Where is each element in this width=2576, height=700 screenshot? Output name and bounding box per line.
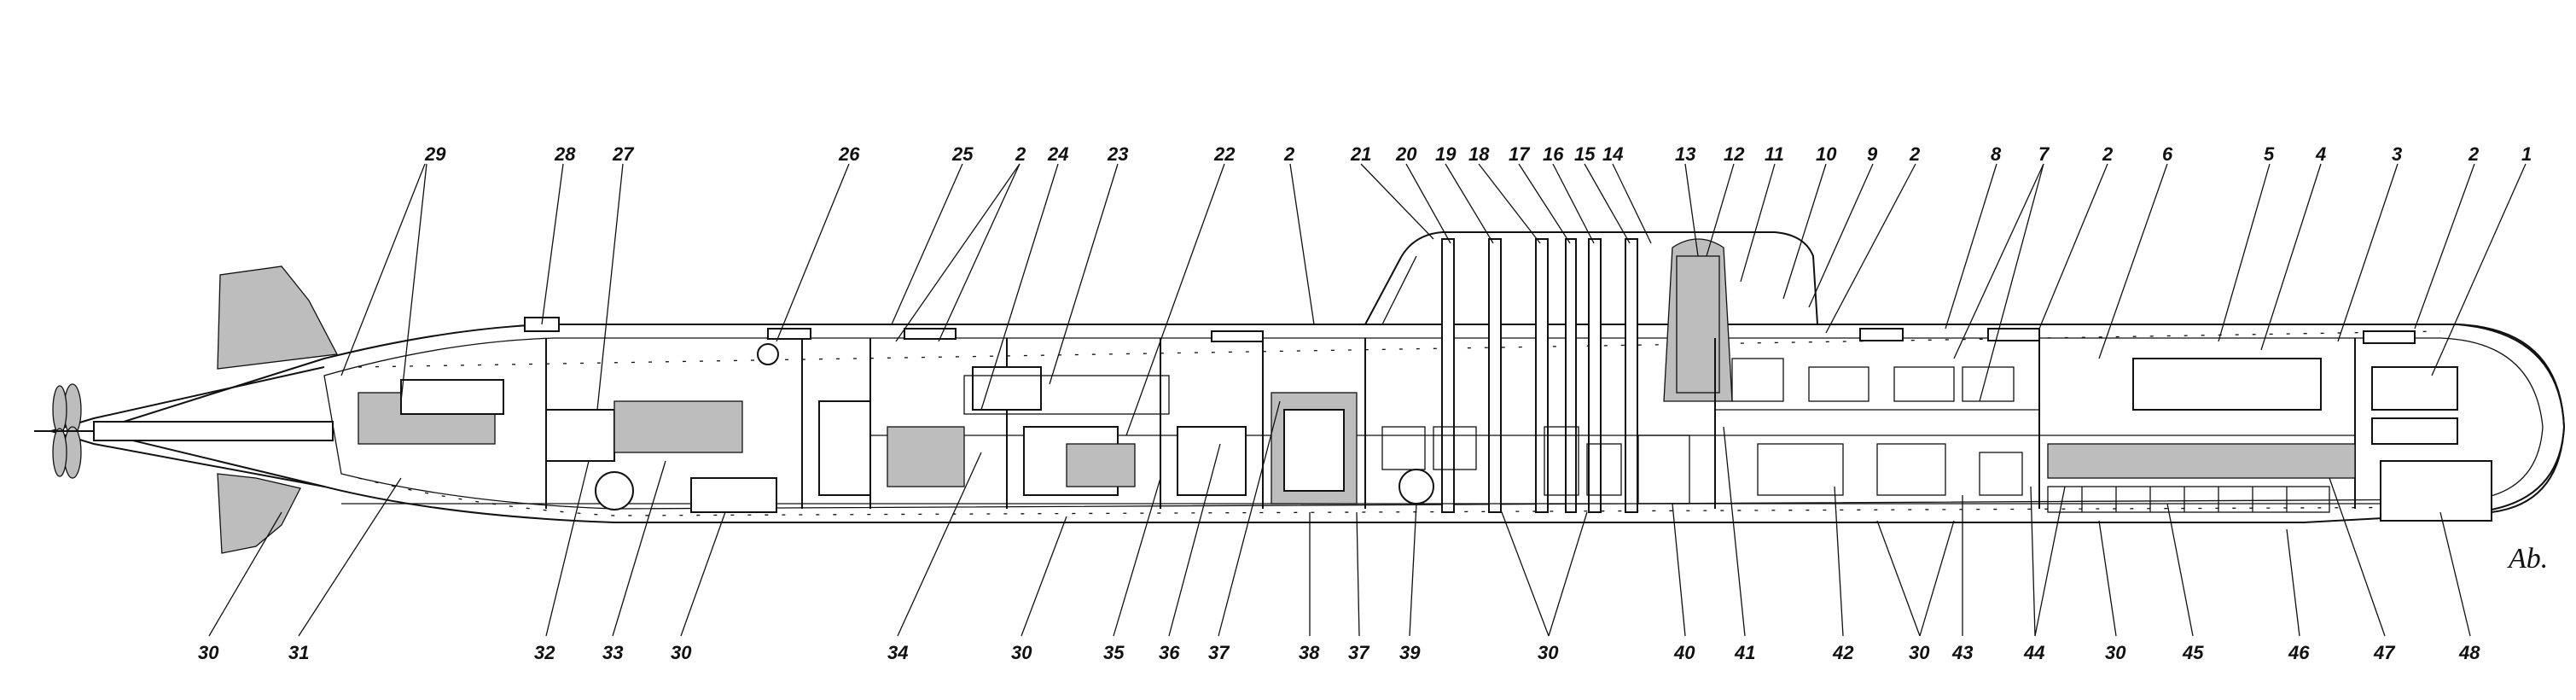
- label-2: 2: [1015, 143, 1026, 165]
- hull-outline: [90, 324, 2566, 523]
- label-25: 25: [951, 143, 974, 165]
- label-2: 2: [1909, 143, 1921, 165]
- label-33: 33: [602, 642, 623, 663]
- label-28: 28: [554, 143, 576, 165]
- label-30: 30: [2105, 642, 2126, 663]
- stern-section: [34, 265, 339, 554]
- label-39: 39: [1399, 642, 1421, 663]
- label-24: 24: [1047, 143, 1068, 165]
- label-37: 37: [1348, 642, 1370, 663]
- label-40: 40: [1673, 642, 1695, 663]
- label-30: 30: [671, 642, 692, 663]
- label-23: 23: [1107, 143, 1128, 165]
- label-27: 27: [612, 143, 635, 165]
- top-callout-labels: 29 28 27 26 25 2 24 23 22 2 21 20 19 18 …: [424, 143, 2532, 165]
- label-37: 37: [1208, 642, 1230, 663]
- label-12: 12: [1724, 143, 1745, 165]
- label-17: 17: [1509, 143, 1531, 165]
- label-44: 44: [2023, 642, 2044, 663]
- label-46: 46: [2288, 642, 2310, 663]
- label-48: 48: [2458, 642, 2480, 663]
- lower-rudder: [217, 473, 301, 554]
- label-3: 3: [2392, 143, 2402, 165]
- label-34: 34: [887, 642, 908, 663]
- label-15: 15: [1574, 143, 1596, 165]
- label-35: 35: [1103, 642, 1125, 663]
- label-31: 31: [288, 642, 309, 663]
- label-47: 47: [2373, 642, 2396, 663]
- label-29: 29: [424, 143, 446, 165]
- label-30: 30: [1909, 642, 1930, 663]
- label-2: 2: [1283, 143, 1295, 165]
- label-21: 21: [1350, 143, 1371, 165]
- label-19: 19: [1435, 143, 1457, 165]
- label-1: 1: [2521, 143, 2532, 165]
- label-2: 2: [2102, 143, 2114, 165]
- label-36: 36: [1159, 642, 1180, 663]
- label-5: 5: [2264, 143, 2275, 165]
- label-30: 30: [1011, 642, 1032, 663]
- label-7: 7: [2038, 143, 2050, 165]
- label-41: 41: [1734, 642, 1755, 663]
- label-2: 2: [2468, 143, 2480, 165]
- battery-banks: [2047, 486, 2330, 513]
- label-9: 9: [1867, 143, 1878, 165]
- label-26: 26: [838, 143, 860, 165]
- label-42: 42: [1832, 642, 1854, 663]
- label-38: 38: [1299, 642, 1320, 663]
- bottom-callout-labels: 30 31 32 33 30 34 30 35 36 37 38 37 39 3…: [198, 642, 2480, 663]
- label-6: 6: [2162, 143, 2173, 165]
- label-32: 32: [534, 642, 555, 663]
- label-16: 16: [1543, 143, 1564, 165]
- equipment: [358, 317, 2492, 522]
- propeller: [34, 383, 94, 479]
- label-18: 18: [1468, 143, 1490, 165]
- sonar-dome: [2380, 460, 2492, 522]
- label-10: 10: [1816, 143, 1837, 165]
- label-4: 4: [2315, 143, 2326, 165]
- label-30: 30: [198, 642, 219, 663]
- label-45: 45: [2182, 642, 2204, 663]
- label-22: 22: [1213, 143, 1236, 165]
- label-30: 30: [1538, 642, 1559, 663]
- label-11: 11: [1765, 143, 1784, 165]
- leader-lines: [208, 163, 2527, 637]
- artist-signature: Ab.: [2507, 543, 2548, 575]
- label-13: 13: [1675, 143, 1695, 165]
- label-43: 43: [1951, 642, 1973, 663]
- upper-rudder: [217, 265, 339, 370]
- conning-tower: [1364, 231, 1819, 513]
- label-20: 20: [1395, 143, 1417, 165]
- label-14: 14: [1602, 143, 1623, 165]
- label-8: 8: [1991, 143, 2002, 165]
